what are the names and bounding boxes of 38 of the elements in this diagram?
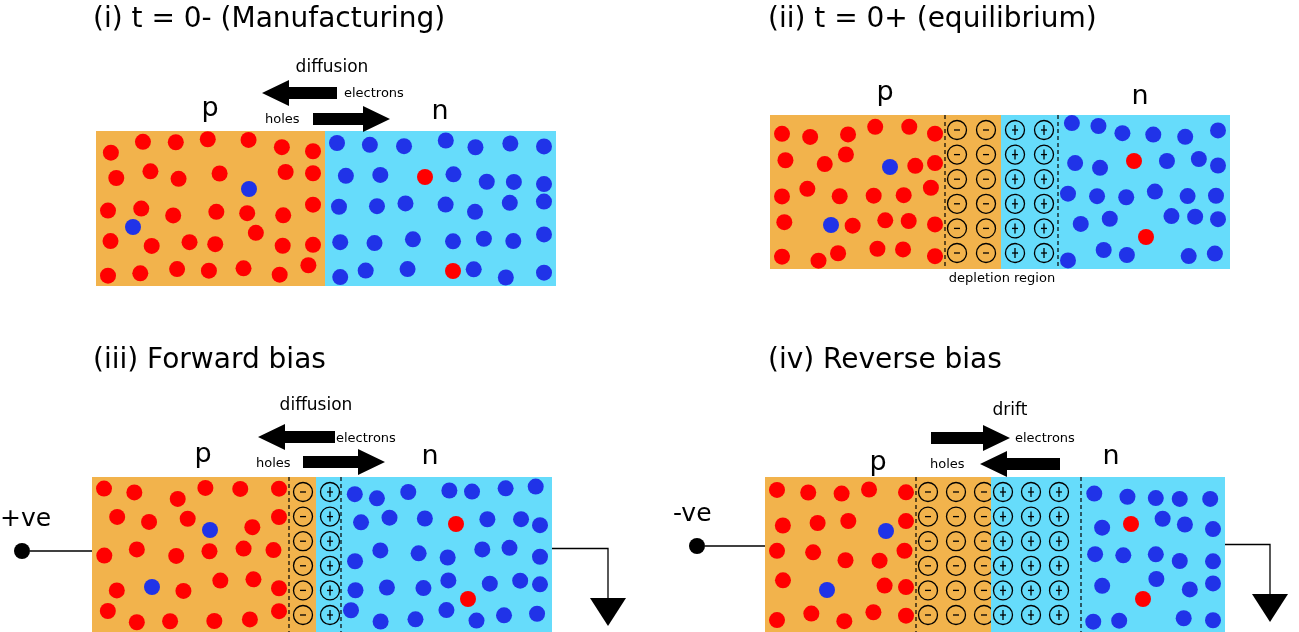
annotation-text: holes	[256, 456, 291, 469]
region-label: p	[201, 93, 219, 120]
terminal-dot	[14, 543, 30, 559]
ground-symbol	[590, 598, 626, 626]
wire	[29, 550, 93, 552]
polarity-label: -ve	[673, 500, 712, 525]
panel-title: (ii) t = 0+ (equilibrium)	[768, 4, 1097, 32]
annotation-text: electrons	[344, 86, 404, 99]
wire	[551, 547, 609, 599]
polarity-label: +ve	[0, 505, 52, 530]
wire	[1224, 543, 1271, 595]
block-arrow	[980, 451, 1060, 477]
annotation-text: holes	[265, 112, 300, 125]
region-label: n	[1102, 441, 1120, 468]
annotation-text: diffusion	[295, 58, 369, 75]
wire	[704, 545, 766, 547]
ground-symbol	[1252, 594, 1288, 622]
annotation-text: electrons	[336, 431, 396, 444]
annotation-text: depletion region	[948, 271, 1056, 284]
block-arrow	[258, 424, 335, 450]
terminal-dot	[689, 538, 705, 554]
region-label: p	[194, 439, 212, 466]
annotation-text: holes	[930, 457, 965, 470]
block-arrow	[313, 106, 390, 132]
block-arrow	[262, 80, 337, 106]
annotation-text: diffusion	[279, 396, 353, 413]
block-arrow	[303, 449, 385, 475]
annotation-text: drift	[992, 401, 1028, 418]
annotation-text: electrons	[1015, 431, 1075, 444]
region-label: n	[421, 441, 439, 468]
region-label: p	[876, 77, 894, 104]
region-label: p	[869, 447, 887, 474]
panel-title: (iii) Forward bias	[93, 345, 326, 373]
block-arrow	[931, 425, 1010, 451]
region-label: n	[1131, 81, 1149, 108]
region-label: n	[431, 96, 449, 123]
panel-title: (i) t = 0- (Manufacturing)	[93, 4, 446, 32]
panel-title: (iv) Reverse bias	[768, 345, 1002, 373]
